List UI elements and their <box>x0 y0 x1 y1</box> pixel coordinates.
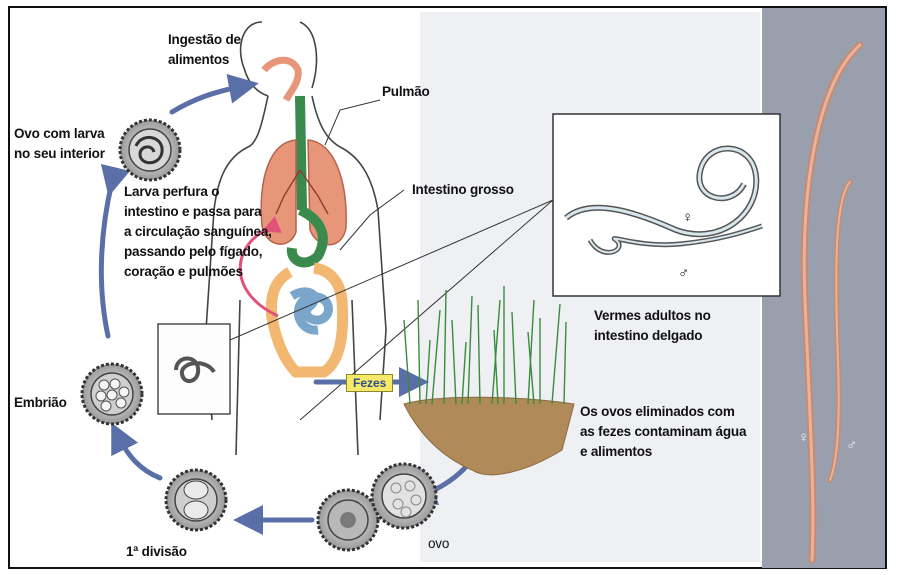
egg-with-larva <box>120 120 180 180</box>
male-symbol-photo: ♂ <box>846 436 857 456</box>
label-eggs-eliminated: Os ovos eliminados com as fezes contamin… <box>580 402 750 462</box>
label-first-division: 1ª divisão <box>126 542 187 562</box>
female-symbol-photo: ♀ <box>798 428 809 448</box>
feces-tag: Fezes <box>346 374 393 392</box>
label-adult-worms: Vermes adultos no intestino delgado <box>594 306 734 346</box>
fertilized-egg <box>318 490 378 550</box>
embryo-egg <box>82 364 142 424</box>
label-embryo: Embrião <box>14 393 67 413</box>
label-ingestion: Ingestão de alimentos <box>168 30 268 70</box>
first-division-egg <box>166 470 226 530</box>
label-larva-path: Larva perfura o intestino e passa para a… <box>124 182 272 282</box>
label-large-intestine: Intestino grosso <box>412 180 514 200</box>
label-lung: Pulmão <box>382 82 430 102</box>
larva-inset <box>158 324 230 414</box>
male-symbol-inset: ♂ <box>678 264 689 284</box>
label-egg-with-larva: Ovo com larva no seu interior <box>14 124 120 164</box>
label-egg: ovo <box>428 534 449 554</box>
female-symbol-inset: ♀ <box>682 208 693 228</box>
adult-worms-inset <box>553 114 780 296</box>
eliminated-egg <box>372 464 436 528</box>
